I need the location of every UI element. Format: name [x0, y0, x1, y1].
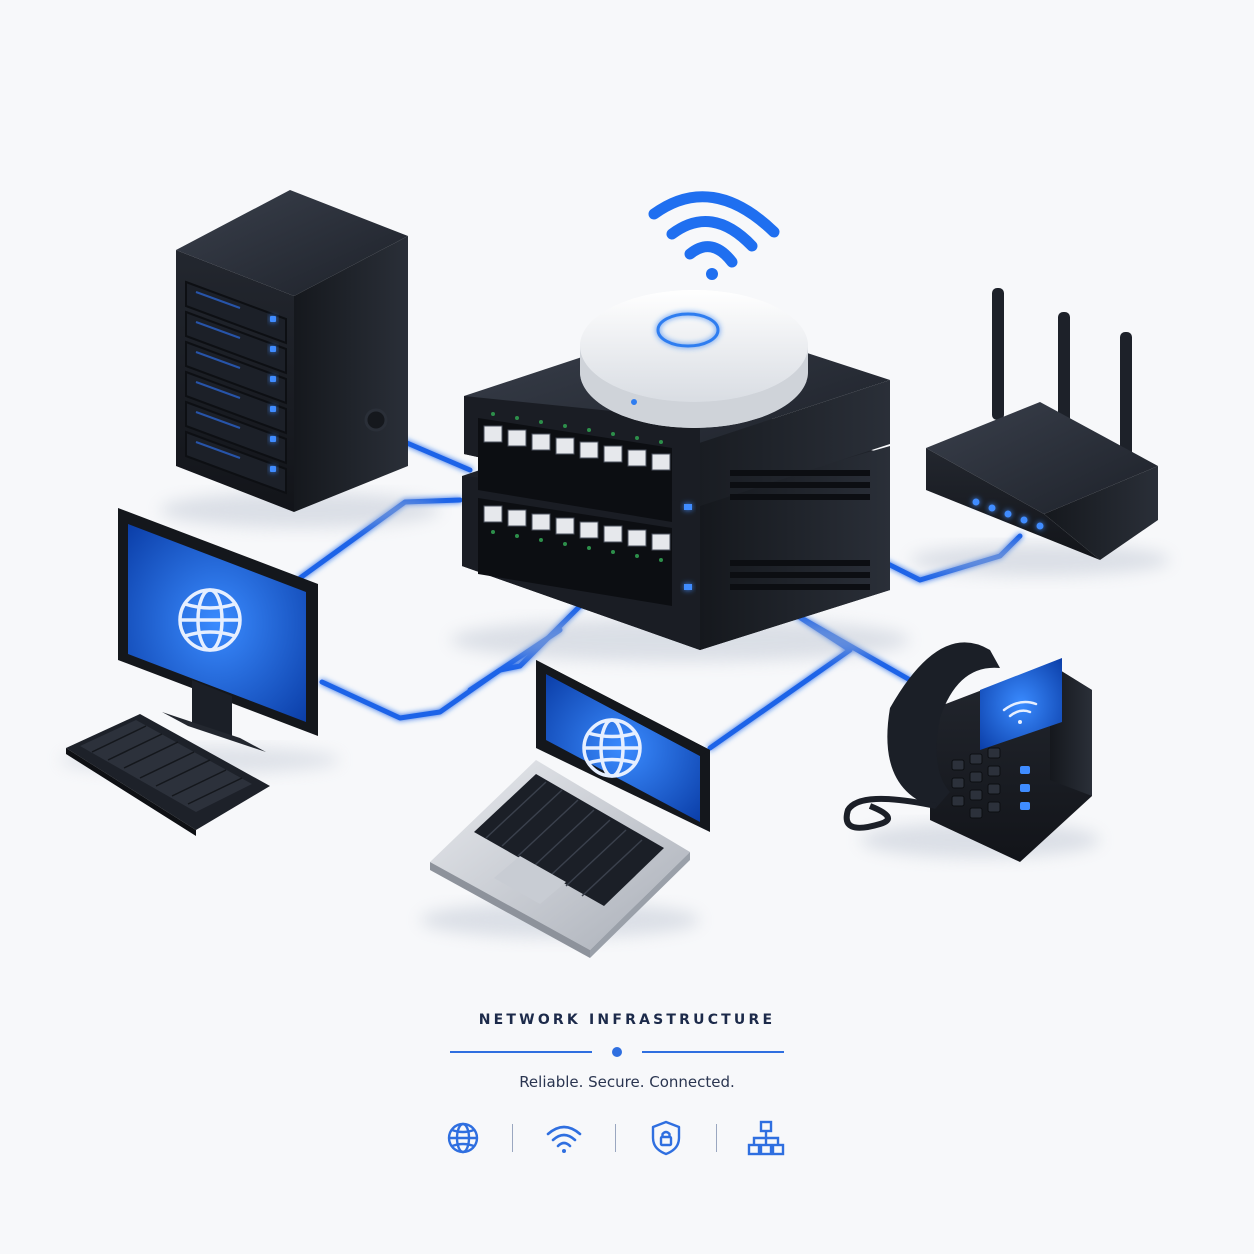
desktop-computer — [60, 508, 340, 836]
switch-vents — [730, 470, 870, 590]
shield-lock-icon — [651, 1120, 681, 1156]
caption-rule-dot — [612, 1047, 622, 1057]
laptop — [420, 660, 710, 958]
wireless-access-point — [580, 290, 808, 428]
router-antennas — [992, 288, 1132, 464]
caption-tagline: Reliable. Secure. Connected. — [519, 1073, 735, 1091]
network-tree-icon — [747, 1120, 785, 1156]
caption-rule-right — [642, 1051, 784, 1053]
globe-icon — [582, 718, 642, 778]
wifi-icon — [546, 1125, 582, 1153]
wifi-router — [910, 288, 1170, 576]
footer-divider — [615, 1124, 616, 1152]
phone-cord — [843, 795, 937, 831]
caption-rule-left — [450, 1051, 592, 1053]
tower-server — [160, 190, 440, 528]
phone-handset — [887, 642, 1000, 808]
desktop-screen — [128, 524, 306, 722]
keyboard — [66, 714, 270, 836]
footer-icon-row — [0, 1118, 1254, 1158]
server-drive-bays — [185, 280, 287, 495]
footer-divider — [512, 1124, 513, 1152]
phone-display — [980, 658, 1062, 750]
caption-title: NETWORK INFRASTRUCTURE — [478, 1012, 776, 1028]
phone-wifi-icon — [1002, 700, 1038, 724]
globe-icon — [178, 588, 242, 652]
globe-icon — [447, 1122, 479, 1154]
phone-keypad — [951, 747, 1001, 819]
laptop-keyboard — [474, 774, 664, 906]
ip-phone — [843, 642, 1100, 862]
access-point-led-ring — [656, 312, 720, 348]
laptop-touchpad — [494, 856, 566, 904]
wifi-signal-icon — [648, 191, 780, 280]
switch-ports-lower — [478, 498, 672, 606]
footer-divider — [716, 1124, 717, 1152]
switch-ports-upper — [478, 412, 672, 522]
